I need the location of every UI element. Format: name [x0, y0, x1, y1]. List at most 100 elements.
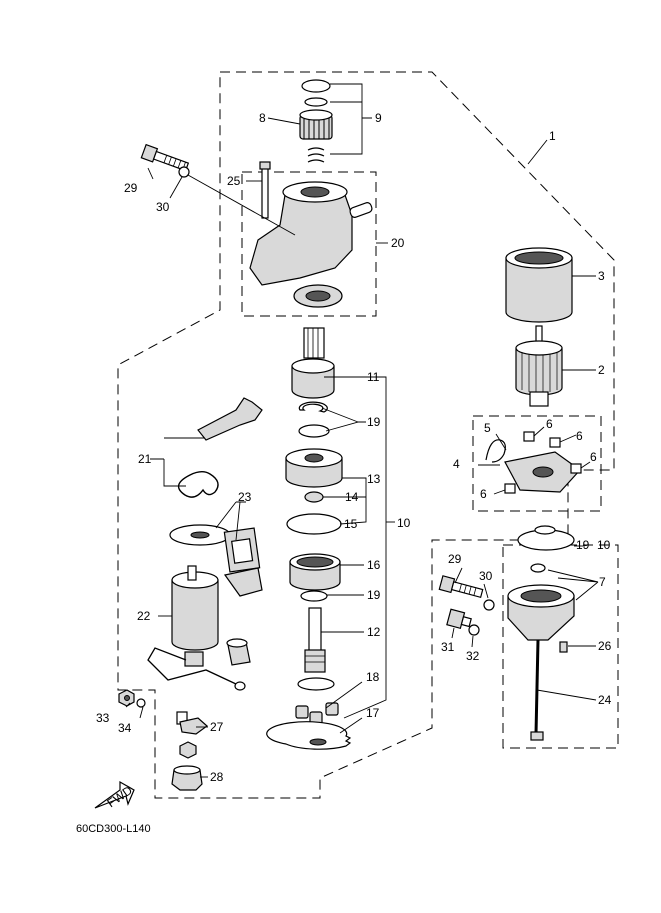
gear-housing: [249, 194, 353, 286]
bolt-29-right: [438, 575, 484, 599]
pinion-gear: [299, 109, 333, 140]
washer-19-lower: [300, 590, 328, 602]
solenoid-lead: [147, 647, 237, 685]
callout-1: 1: [549, 129, 556, 143]
washer-30-top: [178, 166, 190, 178]
center-parts: [266, 327, 352, 750]
callout-8: 8: [259, 111, 266, 125]
shift-lever-21: [197, 397, 263, 441]
callout-4: 4: [453, 457, 460, 471]
drive-shaft-12: [308, 607, 322, 657]
drawing-code: 60CD300-L140: [76, 823, 151, 835]
group-outlines: [117, 71, 619, 799]
rubber-wedge-23: [223, 567, 263, 597]
callout-19b: 19: [367, 588, 381, 602]
ring-top: [301, 79, 331, 93]
callout-7: 7: [599, 575, 606, 589]
solenoid-body-22: [171, 579, 219, 651]
through-bolt-24: [534, 639, 540, 735]
end-cover-bushing: [530, 563, 546, 573]
brush-holder-box: [472, 415, 602, 512]
callout-6c: 6: [590, 450, 597, 464]
callout-19c: 19: [576, 538, 590, 552]
housing-parts: [140, 79, 373, 308]
gear-housing-box: [241, 171, 377, 317]
callout-30b: 30: [479, 569, 493, 583]
callout-28: 28: [210, 770, 224, 784]
callout-15: 15: [344, 517, 358, 531]
callout-12: 12: [367, 625, 381, 639]
retaining-plate-15: [286, 513, 342, 535]
bolt-29-top: [140, 143, 190, 172]
callout-23: 23: [238, 490, 252, 504]
solenoid-parts: [118, 397, 263, 791]
callout-16: 16: [367, 558, 381, 572]
washer-32: [468, 624, 480, 636]
screw-26: [559, 641, 568, 653]
callout-19a: 19: [367, 415, 381, 429]
callout-26: 26: [598, 639, 612, 653]
callout-2: 2: [598, 363, 605, 377]
callout-27: 27: [210, 720, 224, 734]
end-plate-19: [517, 529, 575, 551]
washer-19-upper: [298, 424, 330, 438]
assembly-outline: [117, 71, 615, 799]
bushing-14: [304, 491, 324, 503]
brush-6c: [570, 463, 582, 474]
shaft-base-disc: [297, 677, 335, 691]
plate-17: [266, 721, 352, 750]
terminal-nut-27: [179, 717, 208, 735]
callout-17: 17: [366, 706, 380, 720]
callout-3: 3: [598, 269, 605, 283]
yoke-3: [505, 257, 573, 323]
callout-6a: 6: [546, 417, 553, 431]
callout-31: 31: [441, 640, 455, 654]
fwd-label: FWD: [104, 783, 135, 810]
fwd-arrow-icon: FWD: [94, 780, 135, 810]
callout-24: 24: [598, 693, 612, 707]
brush-spring-5: [485, 439, 506, 463]
e-clip-upper: [298, 401, 328, 413]
long-bolt-25: [261, 165, 269, 219]
callout-10a: 10: [397, 516, 411, 530]
planet-gear-c: [325, 702, 339, 716]
callout-11: 11: [367, 370, 380, 384]
motor-parts: [438, 247, 582, 741]
callout-13: 13: [367, 472, 381, 486]
solenoid-terminal: [184, 651, 204, 667]
small-nut: [179, 741, 197, 759]
callout-10b: 10: [597, 538, 611, 552]
callout-30a: 30: [156, 200, 170, 214]
callout-20: 20: [391, 236, 405, 250]
spring: [307, 147, 325, 163]
commutator: [529, 391, 549, 407]
callout-5: 5: [484, 421, 491, 435]
callout-29b: 29: [448, 552, 462, 566]
clutch-body: [291, 365, 335, 399]
callout-18: 18: [366, 670, 380, 684]
callout-29a: 29: [124, 181, 138, 195]
brush-6a: [523, 431, 535, 442]
washer-34: [136, 698, 146, 708]
callout-25: 25: [227, 174, 241, 188]
planet-gear-a: [295, 705, 309, 719]
callout-9: 9: [375, 111, 382, 125]
brush-6b: [549, 437, 561, 448]
callout-32: 32: [466, 649, 480, 663]
shaft-upper: [303, 327, 325, 359]
washer-30-right: [483, 599, 495, 611]
callout-21: 21: [138, 452, 152, 466]
ring-middle: [304, 97, 328, 107]
leader-lines: [125, 83, 599, 778]
spring-wire-21: [177, 471, 219, 498]
callout-22: 22: [137, 609, 151, 623]
callout-labels: 1 2 3 4 5 6 6 6 6 7 8 9 10 19 10 11 12 1…: [96, 111, 612, 784]
brush-6d: [504, 483, 516, 494]
bolt-31: [446, 608, 472, 630]
callout-33: 33: [96, 711, 110, 725]
callout-14: 14: [345, 490, 359, 504]
callout-6b: 6: [576, 429, 583, 443]
callout-6d: 6: [480, 487, 487, 501]
callout-34: 34: [118, 721, 132, 735]
